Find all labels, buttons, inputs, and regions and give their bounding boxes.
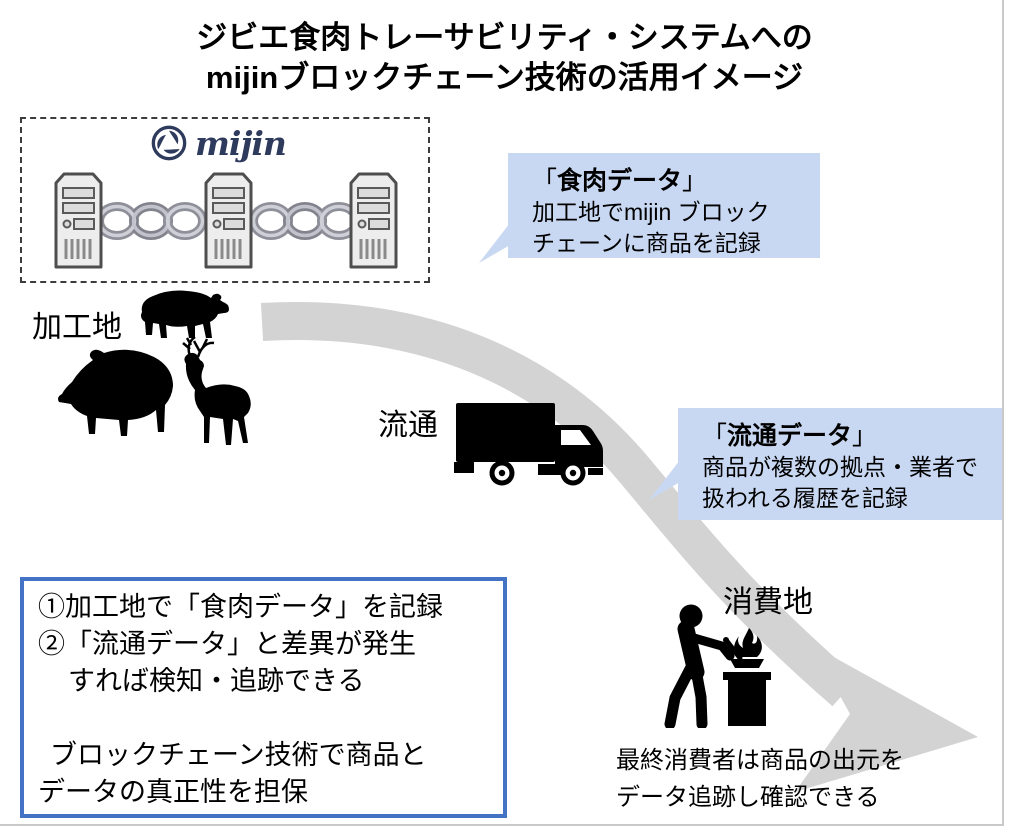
label-processing-site: 加工地: [32, 311, 122, 344]
callout-meat-body: 加工地でmijin ブロック チェーンに商品を記録: [532, 197, 812, 259]
summary-line2: ②「流通データ」と差異が発生: [38, 629, 416, 659]
mijin-logo: mijin: [150, 123, 287, 163]
consumer-note-line1: 最終消費者は商品の出元を: [616, 747, 904, 774]
server-icon: [54, 172, 103, 269]
title-line2: mijinブロックチェーン技術の活用イメージ: [205, 60, 804, 95]
summary-line1: ①加工地で「食肉データ」を記録: [38, 592, 443, 622]
mijin-logo-icon: [151, 125, 187, 161]
boar-icon: [58, 349, 173, 436]
callout-meat-line1: 加工地でmijin ブロック: [532, 199, 770, 225]
truck-icon: [454, 403, 603, 486]
callout-dist-title: 流通データ: [727, 422, 853, 450]
flame-icon: [734, 628, 762, 657]
callout-meat-data: 「食肉データ」 加工地でmijin ブロック チェーンに商品を記録: [479, 153, 820, 263]
bear-icon: [141, 290, 229, 338]
callout-dist-line2: 扱われる履歴を記録: [702, 485, 908, 511]
callout-dist-body: 商品が複数の拠点・業者で 扱われる履歴を記録: [702, 452, 994, 514]
callout-distribution-data: 「流通データ」 商品が複数の拠点・業者で 扱われる履歴を記録: [649, 408, 1002, 520]
callout-dist-heading: 「流通データ」: [702, 420, 994, 452]
bracket-close: 」: [682, 167, 708, 195]
summary-box: ①加工地で「食肉データ」を記録 ②「流通データ」と差異が発生 すれば検知・追跡で…: [20, 577, 507, 818]
label-consumption-site: 消費地: [723, 586, 813, 619]
callout-meat-title: 食肉データ: [557, 167, 683, 195]
bracket-open: 「: [702, 422, 728, 450]
label-distribution: 流通: [378, 409, 438, 442]
bracket-open: 「: [532, 167, 558, 195]
summary-line5: データの真正性を担保: [38, 777, 308, 807]
deer-icon: [182, 336, 251, 445]
title-line1: ジビエ食肉トレーサビリティ・システムへの: [196, 20, 813, 55]
server-icon: [204, 172, 253, 269]
callout-meat-heading: 「食肉データ」: [532, 165, 812, 197]
consumer-note-line2: データ追跡し確認できる: [616, 784, 880, 811]
summary-line3: すれば検知・追跡できる: [68, 666, 365, 696]
cooking-person-icon: [664, 604, 771, 728]
chain-icon: [252, 202, 359, 240]
callout-meat-line2: チェーンに商品を記録: [532, 230, 761, 256]
page-title: ジビエ食肉トレーサビリティ・システムへの mijinブロックチェーン技術の活用イ…: [0, 18, 1009, 98]
callout-dist-line1: 商品が複数の拠点・業者で: [702, 454, 978, 480]
bracket-close: 」: [852, 422, 878, 450]
mijin-logo-text: mijin: [195, 123, 287, 163]
chain-icon: [98, 202, 205, 240]
server-icon: [349, 172, 398, 269]
summary-line4: ブロックチェーン技術で商品と: [50, 740, 427, 770]
consumer-note: 最終消費者は商品の出元を データ追跡し確認できる: [616, 742, 904, 816]
summary-spacer: [38, 700, 503, 737]
